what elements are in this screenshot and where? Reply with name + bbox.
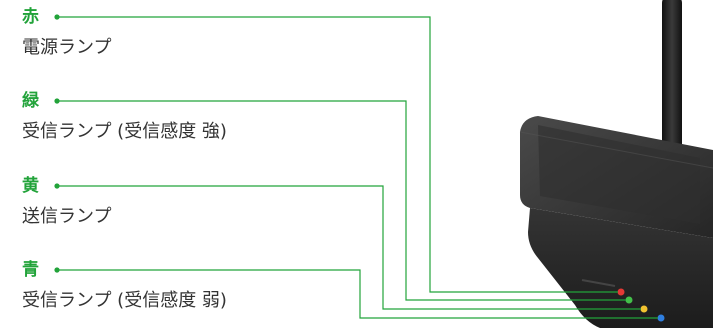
green-led [625,296,633,304]
color-name-blue: 青 [22,260,39,280]
label-green: 緑 受信ランプ (受信感度 強) [22,91,227,143]
leader-dot-red [54,14,60,20]
leader-line-blue [58,269,658,319]
leader-dot-green [54,98,60,104]
router-body [519,116,713,328]
leader-line-green [58,100,626,301]
leader-line-red [58,16,618,293]
description-green: 受信ランプ (受信感度 強) [22,121,227,142]
yellow-led [640,305,648,313]
leader-dot-blue [54,267,60,273]
color-name-green: 緑 [22,91,39,111]
blue-led [657,314,665,322]
led-lights [617,288,665,322]
label-blue: 青 受信ランプ (受信感度 弱) [22,260,227,312]
color-name-yellow: 黄 [22,176,39,196]
description-red: 電源ランプ [22,37,112,58]
label-yellow: 黄 送信ランプ [22,176,111,228]
leader-line-yellow [58,185,641,310]
red-led [617,288,625,296]
description-blue: 受信ランプ (受信感度 弱) [22,290,227,311]
leader-dot-yellow [54,183,60,189]
leader-lines [58,16,658,319]
leader-dots [54,14,60,273]
label-red: 赤 電源ランプ [22,7,111,59]
color-name-red: 赤 [22,7,39,27]
description-yellow: 送信ランプ [22,206,112,227]
